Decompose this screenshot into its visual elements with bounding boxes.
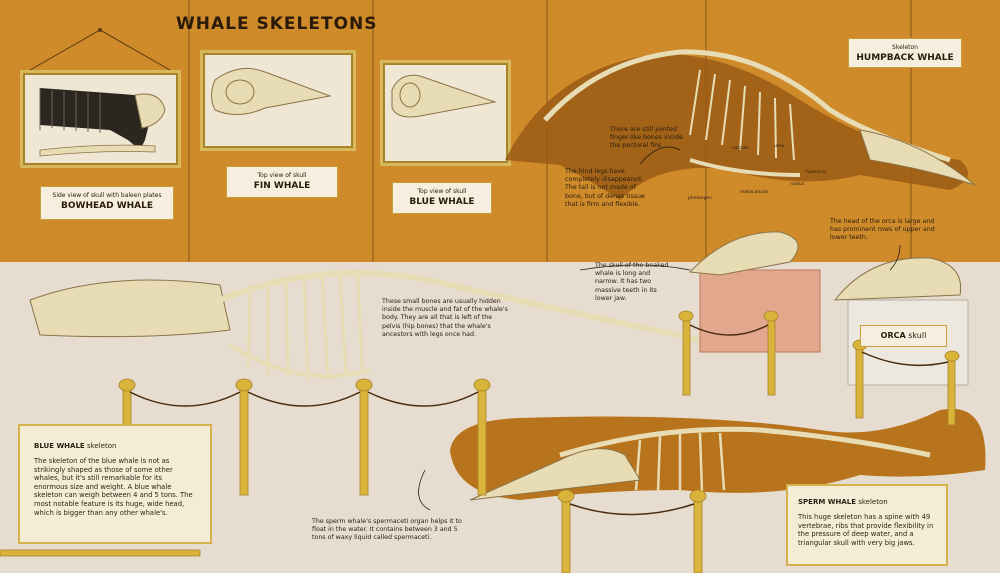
metacarpals-tag: metacarpals [740,190,769,195]
beaked-whale-skull-icon [688,231,821,353]
blue-panel-name: BLUE WHALE [34,442,85,450]
humpback-label: Skeleton HUMPBACK WHALE [848,38,962,68]
orca-label-small: skull [908,331,927,340]
humerus-tag: humerus [806,170,827,175]
phalanges-tag: phalanges [688,196,712,201]
spermaceti-note: The sperm whale's spermaceti organ helps… [312,518,462,542]
bowhead-label-small: Side view of skull with baleen plates [52,192,162,199]
finger-bones-note: There are still jointed finger-like bone… [610,126,683,150]
page-title: WHALE SKELETONS [176,14,378,34]
orca-label-big: ORCA [880,331,906,340]
fin-label-small: Top view of skull [257,172,307,179]
bowhead-label: Side view of skull with baleen plates BO… [40,186,174,220]
humpback-label-big: HUMPBACK WHALE [856,53,954,63]
blue-whale-panel: BLUE WHALE skeleton The skeleton of the … [18,424,212,544]
bowhead-label-big: BOWHEAD WHALE [61,201,153,211]
sperm-whale-skeleton-icon [450,408,986,501]
hind-legs-note: The hind legs have completely disappeare… [565,168,645,208]
blue-whale-label: Top view of skull BLUE WHALE [392,182,492,214]
humpback-label-small: Skeleton [892,44,918,51]
sperm-panel-name: SPERM WHALE [798,498,856,506]
blue-panel-suffix: skeleton [86,442,117,450]
beaked-skull-note: The skull of the beaked whale is long an… [595,262,669,302]
sperm-whale-panel: SPERM WHALE skeleton This huge skeleton … [786,484,948,566]
wall-seam [910,0,912,262]
carpals-tag: carpals [732,146,749,151]
fin-whale-skull-icon [211,67,332,115]
blue-label-big: BLUE WHALE [409,197,475,207]
blue-whale-skeleton-icon [29,270,701,381]
bowhead-skull-icon [39,88,166,157]
humpback-skeleton-icon [505,49,976,200]
sperm-panel-text: This huge skeleton has a spine with 49 v… [798,513,934,547]
orca-head-note: The head of the orca is large and has pr… [830,218,935,242]
blue-panel-text: The skeleton of the blue whale is not as… [34,457,193,517]
blue-whale-skull-icon [391,74,497,118]
orca-label: ORCA skull [860,325,947,347]
wall-seam [188,0,190,262]
pelvis-note: These small bones are usually hidden ins… [382,298,508,338]
radius-tag: radius [790,182,805,187]
fin-whale-label: Top view of skull FIN WHALE [226,166,338,198]
blue-label-small: Top view of skull [417,188,467,195]
fin-label-big: FIN WHALE [253,181,311,191]
sperm-panel-suffix: skeleton [858,498,888,506]
ulna-tag: ulna [774,144,784,149]
wall-seam [372,0,374,262]
